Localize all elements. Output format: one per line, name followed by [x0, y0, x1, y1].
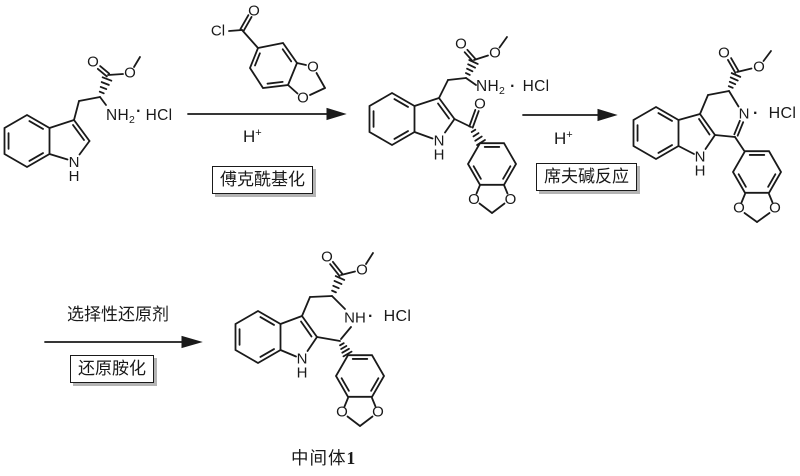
structure-intermediate-1: O O NH N H O O — [234, 249, 386, 427]
salt-label-c: ·HCl — [753, 105, 797, 122]
atom-label: O — [297, 90, 309, 107]
atom-label: H — [297, 365, 308, 382]
intermediate-caption: 中间体1 — [291, 448, 357, 468]
arrow-step1 — [187, 107, 347, 121]
atom-label: O — [718, 45, 730, 62]
atom-label: O — [489, 45, 501, 62]
atom-label: N — [695, 149, 706, 166]
condition-box-reductive-amination: 还原胺化 — [70, 355, 154, 384]
atom-label: O — [87, 54, 99, 71]
condition-hplus-1: H+ — [243, 127, 262, 146]
atom-label: O — [733, 200, 745, 217]
atom-label: N — [297, 351, 308, 368]
atom-label: O — [505, 191, 517, 208]
salt-label-d: ·HCl — [368, 308, 412, 325]
atom-label: O — [474, 96, 486, 113]
atom-label: O — [336, 404, 348, 421]
condition-hplus-2: H+ — [554, 129, 573, 148]
reagent-piperonoyl-chloride: Cl O O O — [211, 3, 326, 107]
atom-label: O — [769, 200, 781, 217]
atom-label: Cl — [211, 23, 225, 40]
amine-salt-label-b: NH2·HCl — [476, 78, 550, 97]
arrow-step2 — [522, 108, 618, 122]
atom-label: NH — [344, 310, 366, 327]
atom-label: H — [695, 163, 706, 180]
atom-label: O — [321, 249, 333, 266]
atom-label: O — [455, 36, 467, 53]
atom-label: N — [69, 154, 80, 171]
reducing-agent-label: 选择性还原剂 — [67, 305, 169, 324]
atom-label: O — [356, 262, 368, 279]
atom-label: O — [124, 65, 136, 82]
atom-label: O — [468, 191, 480, 208]
atom-label: N — [739, 106, 750, 123]
condition-box-schiff-base: 席夫碱反应 — [536, 163, 637, 192]
atom-label: H — [69, 168, 80, 185]
structure-tryptophan-ester: O O N H — [3, 54, 141, 185]
atom-label: O — [372, 404, 384, 421]
atom-label: N — [434, 133, 445, 150]
atom-label: O — [307, 59, 319, 76]
arrow-step3 — [44, 335, 203, 349]
condition-box-friedel-crafts: 傅克酰基化 — [212, 166, 313, 195]
atom-label: O — [248, 3, 260, 20]
structure-acyl-tryptophan-ester: O O O N H O O — [368, 36, 518, 214]
amine-salt-label-a: NH2·HCl — [106, 103, 173, 126]
structure-schiff-base-carboline: O O N N H O O — [632, 45, 783, 223]
atom-label: O — [753, 59, 765, 76]
atom-label: H — [434, 147, 445, 164]
